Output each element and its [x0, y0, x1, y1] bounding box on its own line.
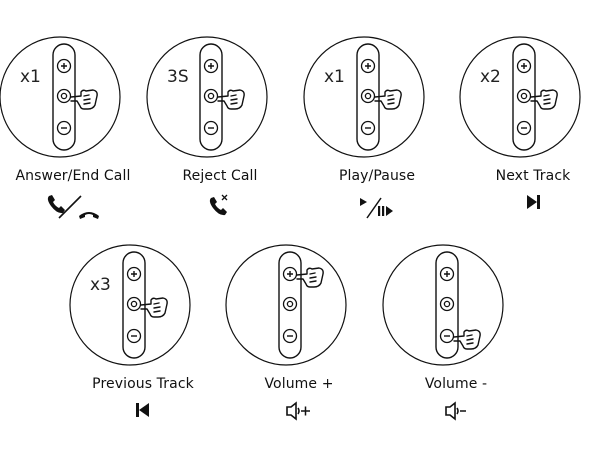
hand-pointer-icon: [374, 89, 402, 110]
control-label: Play/Pause: [338, 168, 416, 184]
hand-pointer-icon: [453, 329, 481, 350]
control-label: Reject Call: [182, 168, 258, 184]
center-button-icon: [126, 296, 142, 312]
control-label: Volume -: [424, 376, 488, 392]
reject-call-icon: [145, 192, 295, 222]
press-count-badge: x1: [324, 67, 345, 87]
play-pause-icon: [302, 192, 452, 222]
control-disc: [303, 36, 425, 158]
center-button-icon: [516, 88, 532, 104]
volume-up-icon: [224, 400, 374, 430]
control-volume-6: Volume -: [381, 244, 531, 444]
hand-pointer-icon: [217, 89, 245, 110]
control-label: Previous Track: [92, 376, 194, 392]
center-button-icon: [56, 88, 72, 104]
control-label: Next Track: [495, 168, 571, 184]
control-volume-5: Volume +: [224, 244, 374, 444]
hand-pointer-icon: [296, 267, 324, 288]
next-track-icon: [458, 192, 600, 222]
hand-pointer-icon: [140, 297, 168, 318]
control-disc: [459, 36, 581, 158]
control-label: Volume +: [264, 376, 334, 392]
control-disc: [382, 244, 504, 366]
answer-end-call-icon: [0, 192, 148, 222]
control-disc: [225, 244, 347, 366]
control-disc: [0, 36, 121, 158]
hand-pointer-icon: [70, 89, 98, 110]
press-count-badge: x2: [480, 67, 501, 87]
control-disc: [146, 36, 268, 158]
control-disc: [69, 244, 191, 366]
previous-track-icon: [68, 400, 218, 430]
hand-pointer-icon: [530, 89, 558, 110]
center-button-icon: [439, 296, 455, 312]
control-reject-call-1: 3S Reject Call: [145, 36, 295, 236]
control-label: Answer/End Call: [15, 168, 131, 184]
center-button-icon: [360, 88, 376, 104]
center-button-icon: [203, 88, 219, 104]
press-count-badge: x1: [20, 67, 41, 87]
volume-down-icon: [381, 400, 531, 430]
center-button-icon: [282, 296, 298, 312]
press-count-badge: x3: [90, 275, 111, 295]
press-count-badge: 3S: [167, 67, 189, 87]
